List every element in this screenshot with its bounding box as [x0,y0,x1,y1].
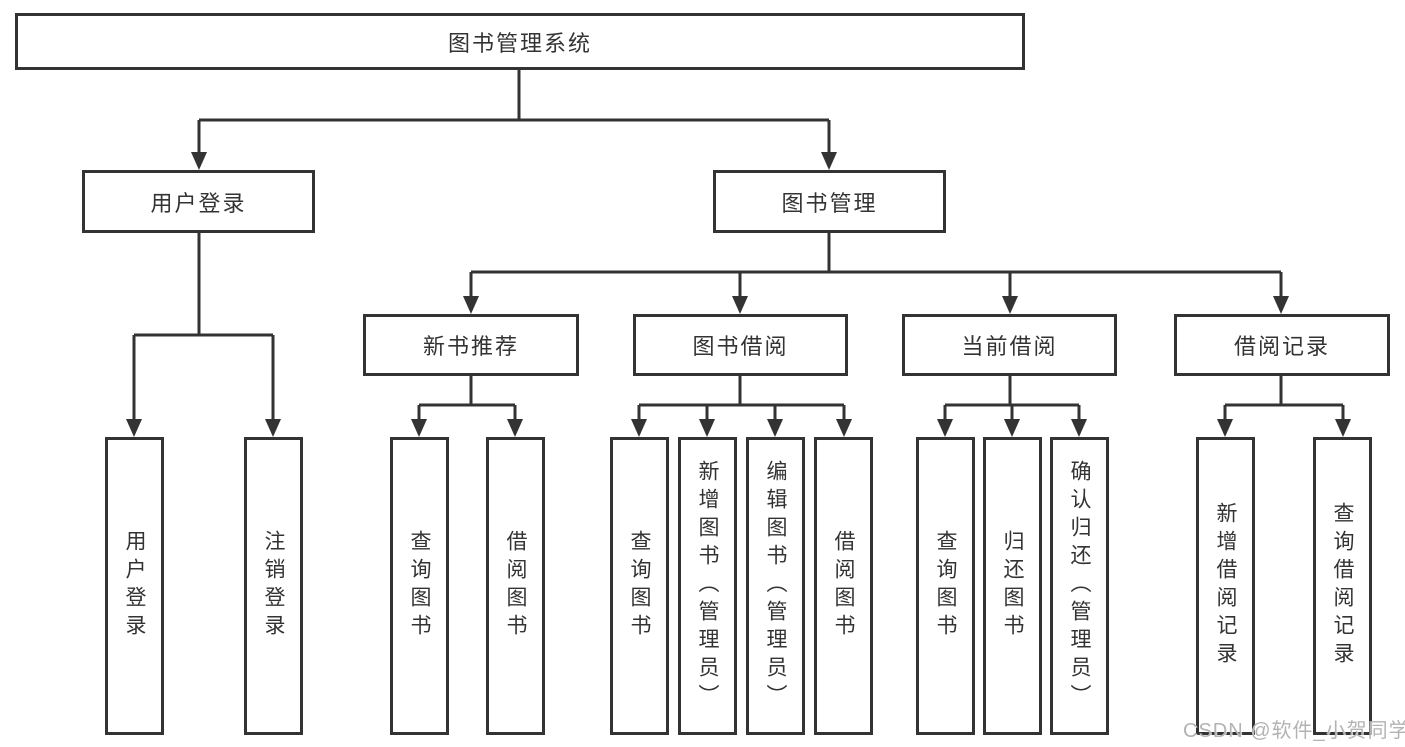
arrow-down-icon [191,152,207,170]
leaf-user-login: 用户登录 [105,437,164,735]
watermark: CSDN @软件_小贺同学 [1183,720,1405,742]
node-library-management-system: 图书管理系统 [15,13,1025,70]
arrow-down-icon [836,419,852,437]
arrow-down-icon [1273,296,1289,314]
leaf-add-books-admin: 新增图书（管理员） [678,437,737,735]
arrow-down-icon [411,419,427,437]
arrow-down-icon [126,419,142,437]
arrow-down-icon [631,419,647,437]
leaf-borrow-books: 借阅图书 [814,437,873,735]
arrow-down-icon [699,419,715,437]
arrow-down-icon [1002,296,1018,314]
arrow-down-icon [507,419,523,437]
arrow-down-icon [732,296,748,314]
arrow-down-icon [463,296,479,314]
arrow-down-icon [1217,419,1233,437]
arrowheads [126,152,1351,437]
leaf-return-books: 归还图书 [983,437,1042,735]
node-book-borrowing: 图书借阅 [633,314,848,376]
node-new-book-recommendation: 新书推荐 [363,314,579,376]
leaf-query-books-recommend: 查询图书 [390,437,449,735]
leaf-edit-books-admin: 编辑图书（管理员） [746,437,805,735]
arrow-down-icon [937,419,953,437]
leaf-confirm-return-admin: 确认归还（管理员） [1050,437,1109,735]
node-user-login: 用户登录 [82,170,315,233]
leaf-query-borrow-record: 查询借阅记录 [1313,437,1372,735]
leaf-logout: 注销登录 [244,437,303,735]
arrow-down-icon [1071,419,1087,437]
arrow-down-icon [767,419,783,437]
arrow-down-icon [821,152,837,170]
connector-lines [132,70,1345,420]
node-borrowing-records: 借阅记录 [1174,314,1390,376]
leaf-query-books-current: 查询图书 [916,437,975,735]
leaf-borrow-books-recommend: 借阅图书 [486,437,545,735]
node-book-management: 图书管理 [713,170,946,233]
arrow-down-icon [1004,419,1020,437]
leaf-add-borrow-record: 新增借阅记录 [1196,437,1255,735]
arrow-down-icon [1335,419,1351,437]
leaf-query-books-borrow: 查询图书 [610,437,669,735]
arrow-down-icon [265,419,281,437]
node-current-borrowing: 当前借阅 [902,314,1117,376]
